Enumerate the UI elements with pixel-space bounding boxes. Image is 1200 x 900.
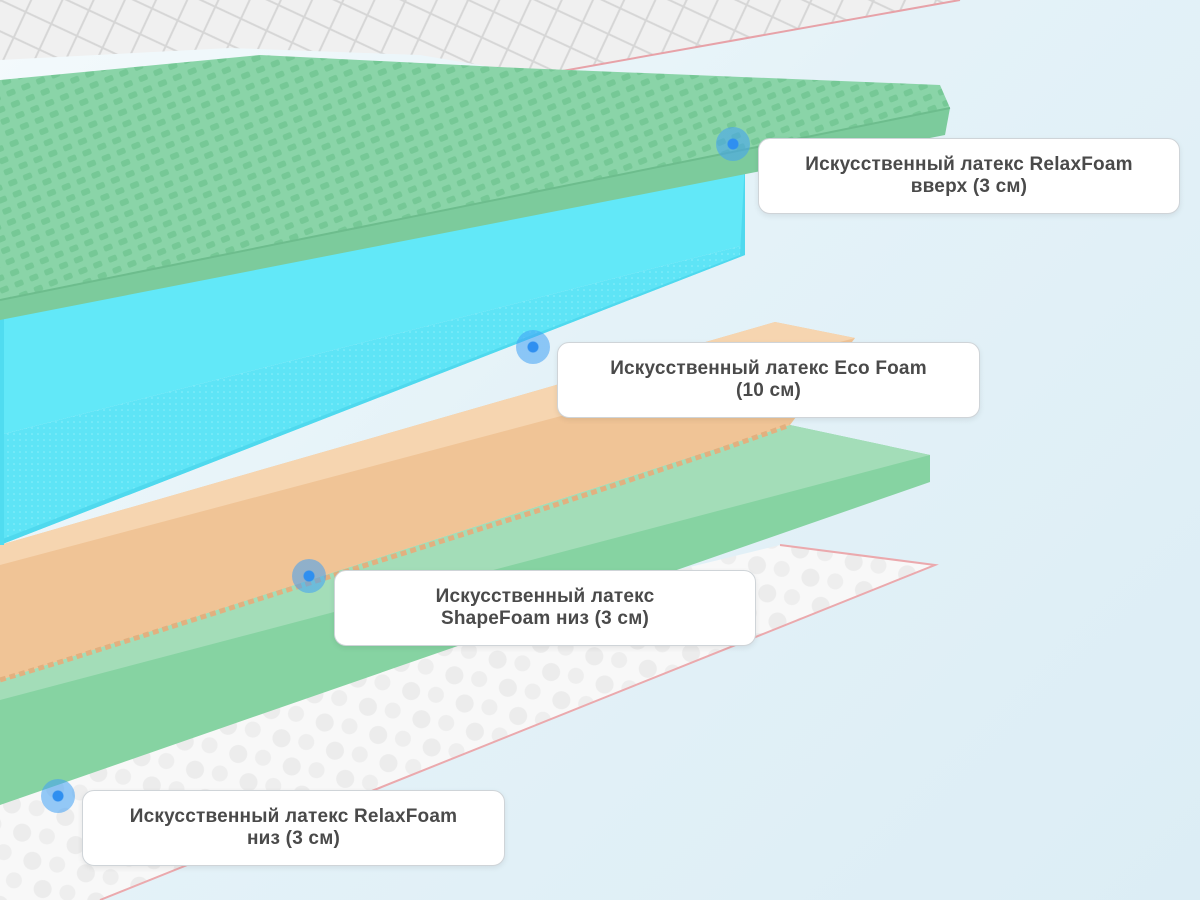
callout-layer-2-line1: Искусственный латекс Eco Foam	[610, 358, 927, 379]
top-cover-layer	[0, 0, 961, 76]
blue-foam-layer	[0, 160, 745, 545]
marker-dot-layer-2	[516, 330, 550, 364]
callout-layer-1-line1: Искусственный латекс RelaxFoam	[805, 154, 1133, 175]
callout-layer-1-line2: вверх (3 см)	[910, 176, 1028, 197]
callout-layer-3-line2: ShapeFoam низ (3 см)	[441, 608, 649, 629]
callout-layer-4-line1: Искусственный латекс RelaxFoam	[129, 806, 458, 827]
callout-layer-4: Искусственный латекс RelaxFoam низ (3 см…	[82, 790, 505, 866]
marker-dot-layer-3	[292, 559, 326, 593]
callout-layer-1: Искусственный латекс RelaxFoam вверх (3 …	[758, 138, 1180, 214]
marker-dot-layer-4	[41, 779, 75, 813]
callout-layer-3-line1: Искусственный латекс	[435, 586, 655, 607]
callout-layer-3: Искусственный латекс ShapeFoam низ (3 см…	[334, 570, 756, 646]
marker-dot-layer-1	[716, 127, 750, 161]
callout-layer-4-line2: низ (3 см)	[246, 828, 340, 849]
callout-layer-2-line2: (10 см)	[735, 380, 802, 401]
callout-layer-2: Искусственный латекс Eco Foam (10 см)	[557, 342, 980, 418]
